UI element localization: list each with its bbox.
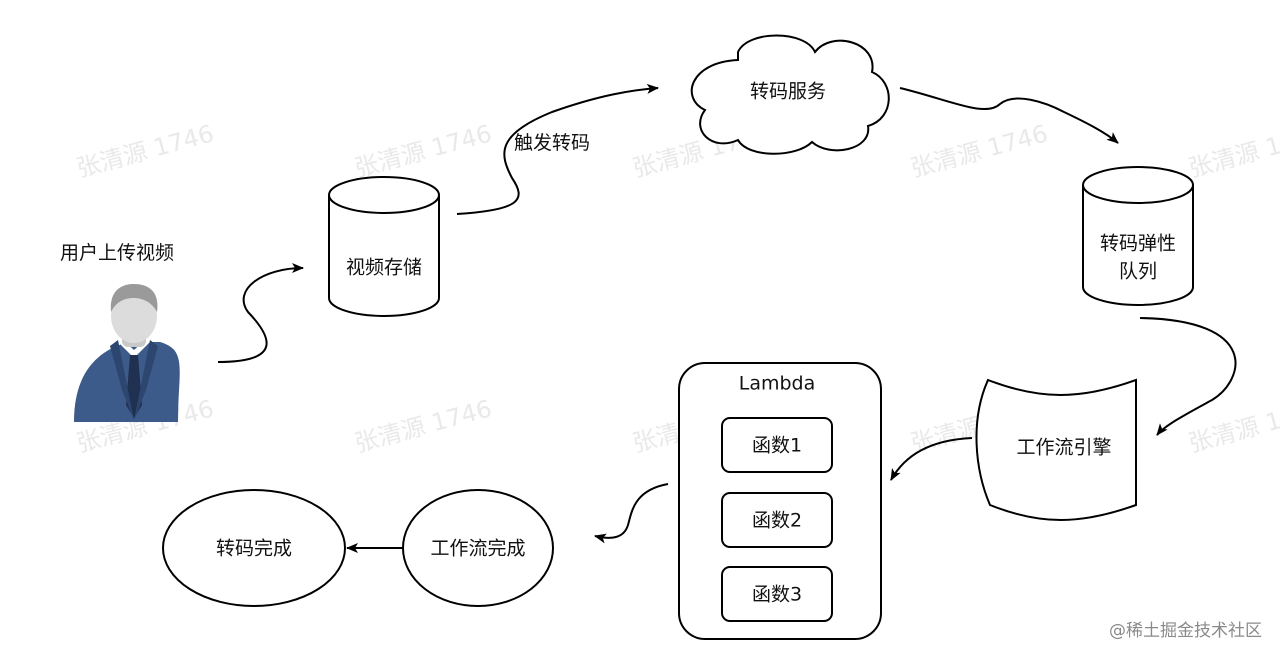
function3-box (721, 566, 833, 622)
elastic-queue-line2: 队列 (1118, 260, 1158, 282)
function1-label: 函数1 (751, 434, 803, 457)
function2-label: 函数2 (751, 509, 803, 532)
workflow-done-label: 工作流完成 (430, 537, 526, 560)
trigger-transcode-label: 触发转码 (514, 132, 591, 154)
video-storage-label: 视频存储 (345, 256, 423, 279)
video-storage-cylinder (328, 176, 440, 317)
workflow-engine-shape (975, 378, 1137, 521)
workflow-engine-label: 工作流引擎 (1016, 436, 1112, 459)
arrow-queue-to-engine (1139, 317, 1237, 436)
arrow-storage-to-service (456, 83, 659, 215)
arrow-service-to-queue (899, 87, 1119, 144)
user-upload-label: 用户上传视频 (60, 242, 175, 264)
transcode-done-ellipse (162, 489, 346, 607)
lambda-title: Lambda (738, 372, 816, 395)
function3-label: 函数3 (751, 583, 803, 606)
arrow-user-to-storage (217, 263, 304, 363)
function1-box (721, 417, 833, 473)
businessman-avatar-icon (74, 284, 180, 422)
transcode-service-cloud (690, 34, 890, 155)
elastic-queue-cylinder (1082, 166, 1194, 306)
transcode-service-label: 转码服务 (749, 80, 827, 103)
arrow-engine-to-lambda (890, 437, 973, 481)
transcode-done-label: 转码完成 (215, 537, 293, 560)
elastic-queue-line1: 转码弹性 (1099, 232, 1177, 255)
function2-box (721, 492, 833, 548)
elastic-queue-label: 转码弹性 队列 (1100, 230, 1176, 285)
arrow-lambda-to-workflow-done (594, 483, 669, 544)
footer-credit: @稀土掘金技术社区 (1109, 621, 1262, 641)
